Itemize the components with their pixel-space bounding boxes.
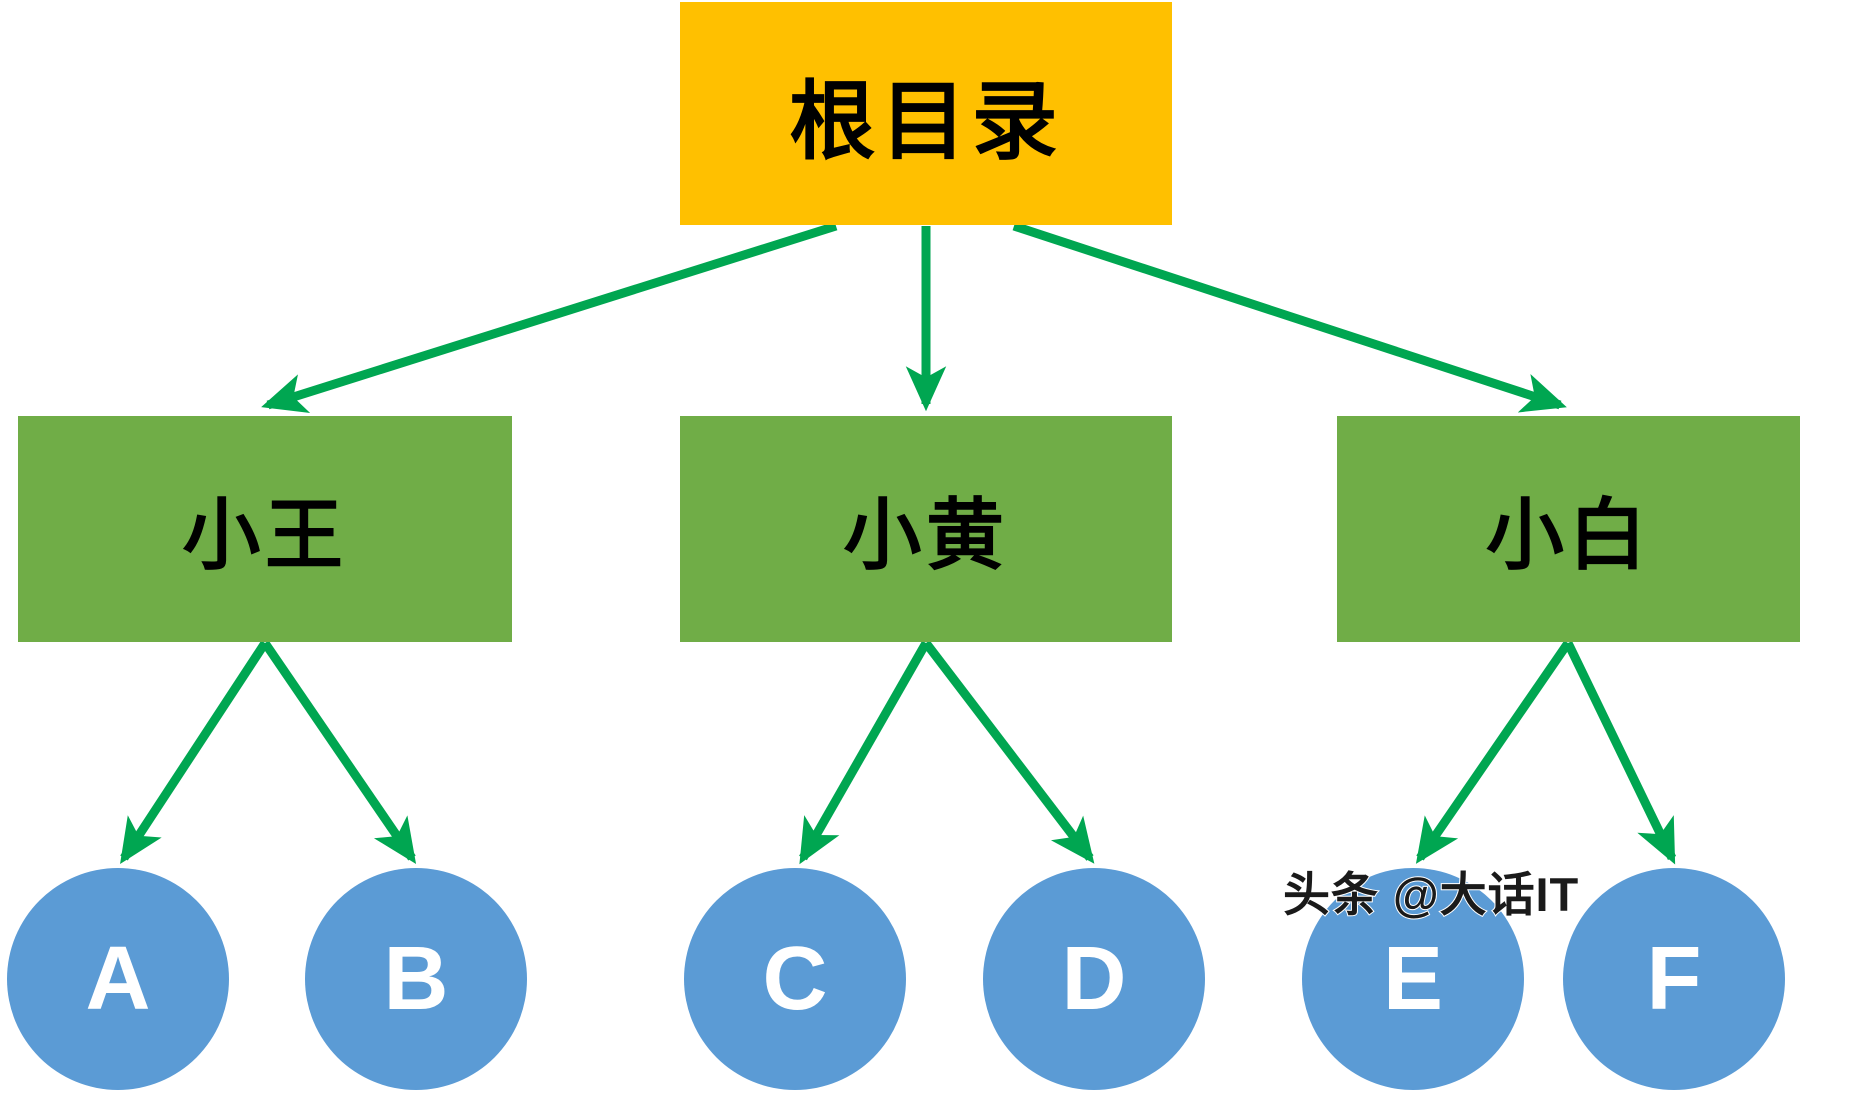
node-b[interactable]: B xyxy=(305,868,527,1090)
node-e[interactable]: E xyxy=(1302,868,1524,1090)
edge-root-to-n3 xyxy=(1012,221,1567,413)
node-c[interactable]: C xyxy=(684,868,906,1090)
node-f[interactable]: F xyxy=(1563,868,1785,1090)
node-xiaobai[interactable]: 小白 xyxy=(1337,416,1800,642)
edge-n2-to-c xyxy=(799,640,930,865)
edge-root-to-n1 xyxy=(261,221,838,413)
edge-n3-to-e xyxy=(1415,640,1572,864)
edge-n1-to-b xyxy=(261,640,417,864)
edge-n1-to-a xyxy=(120,640,269,865)
edge-n3-to-f xyxy=(1563,641,1677,865)
watermark-label: 头条 @大话IT xyxy=(1282,867,1580,922)
node-root[interactable]: 根目录 xyxy=(680,2,1172,225)
node-a[interactable]: A xyxy=(7,868,229,1090)
edge-n2-to-d xyxy=(922,640,1095,864)
node-xiaohuang[interactable]: 小黄 xyxy=(680,416,1172,642)
node-xiaowang[interactable]: 小王 xyxy=(18,416,512,642)
node-d[interactable]: D xyxy=(983,868,1205,1090)
